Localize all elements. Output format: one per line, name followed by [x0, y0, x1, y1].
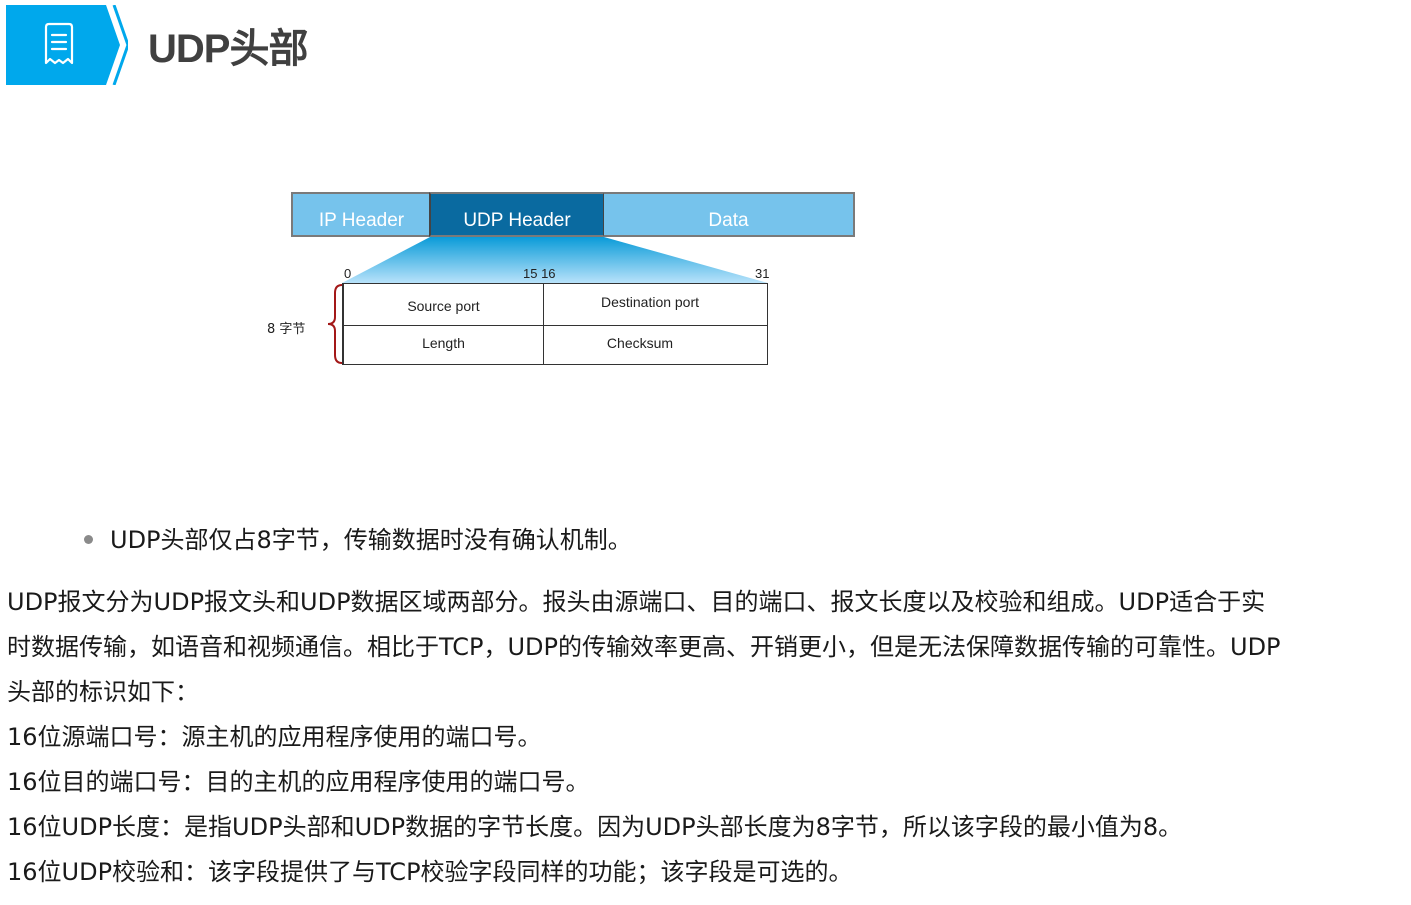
checksum-field: Checksum: [606, 335, 674, 351]
data-segment: Data: [604, 192, 855, 237]
receipt-document-icon: [44, 22, 74, 65]
bullet-item: UDP头部仅占8字节，传输数据时没有确认机制。: [84, 520, 632, 555]
column-divider: [543, 284, 544, 364]
field-description-length: 16位UDP长度：是指UDP头部和UDP数据的字节长度。因为UDP头部长度为8字…: [7, 813, 1183, 841]
zoom-trapezoid: [342, 237, 768, 283]
brace-icon: [327, 284, 343, 364]
body-text: UDP报文分为UDP报文头和UDP数据区域两部分。报头由源端口、目的端口、报文长…: [7, 580, 1407, 895]
destination-port-field: Destination port: [600, 294, 700, 310]
udp-header-diagram: IP Header UDP Header Data 0 15 16 31 8 字…: [267, 192, 855, 365]
udp-header-table: Source port Destination port Length Chec…: [342, 283, 768, 365]
field-description-source-port: 16位源端口号：源主机的应用程序使用的端口号。: [7, 723, 542, 751]
intro-line: 头部的标识如下：: [7, 678, 199, 706]
udp-header-segment: UDP Header: [429, 192, 605, 237]
intro-line: UDP报文分为UDP报文头和UDP数据区域两部分。报头由源端口、目的端口、报文长…: [7, 588, 1266, 616]
bit-label-mid: 15 16: [523, 266, 556, 281]
source-port-field: Source port: [407, 298, 480, 314]
bullet-text: UDP头部仅占8字节，传输数据时没有确认机制。: [110, 526, 632, 554]
row-divider: [344, 325, 767, 326]
ip-header-segment: IP Header: [291, 192, 430, 237]
length-field: Length: [422, 335, 465, 351]
header-size-label: 8 字节: [267, 322, 306, 337]
bullet-dot-icon: [84, 535, 93, 544]
intro-line: 时数据传输，如语音和视频通信。相比于TCP，UDP的传输效率更高、开销更小，但是…: [7, 633, 1281, 661]
field-description-destination-port: 16位目的端口号：目的主机的应用程序使用的端口号。: [7, 768, 590, 796]
page-title: UDP头部: [148, 27, 308, 71]
field-description-checksum: 16位UDP校验和：该字段提供了与TCP校验字段同样的功能；该字段是可选的。: [7, 858, 853, 886]
bit-label-start: 0: [344, 266, 352, 281]
bit-label-end: 31: [755, 266, 770, 281]
title-badge: [6, 5, 128, 85]
